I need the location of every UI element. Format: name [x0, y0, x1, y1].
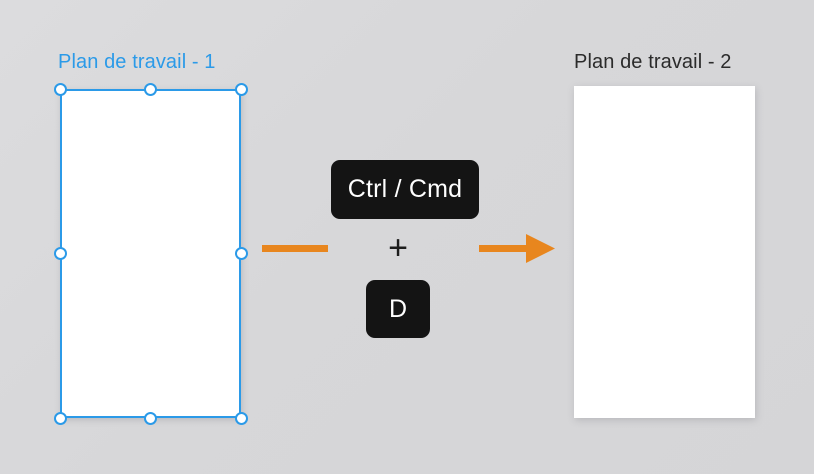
- selection-handle-bottom-right[interactable]: [234, 411, 248, 425]
- artboard-1-fill[interactable]: [60, 89, 241, 418]
- key-ctrl-cmd: Ctrl / Cmd: [331, 160, 479, 219]
- selection-handle-top-left[interactable]: [53, 82, 67, 96]
- selection-handle-middle-right[interactable]: [234, 247, 248, 260]
- artboard-2[interactable]: [574, 86, 755, 418]
- arrow-right-icon: [479, 232, 555, 265]
- artboard-2-label[interactable]: Plan de travail - 2: [574, 51, 732, 73]
- connector-line-icon: [262, 245, 328, 252]
- selection-handle-top-right[interactable]: [234, 82, 248, 96]
- plus-icon: +: [388, 229, 408, 267]
- selection-handle-bottom-left[interactable]: [53, 411, 67, 425]
- selection-handle-middle-left[interactable]: [53, 247, 67, 260]
- artboard-1[interactable]: [53, 82, 248, 425]
- key-d: D: [366, 280, 430, 338]
- selection-handle-top-center[interactable]: [144, 82, 157, 96]
- selection-handle-bottom-center[interactable]: [144, 411, 157, 425]
- artboard-1-label[interactable]: Plan de travail - 1: [58, 51, 216, 73]
